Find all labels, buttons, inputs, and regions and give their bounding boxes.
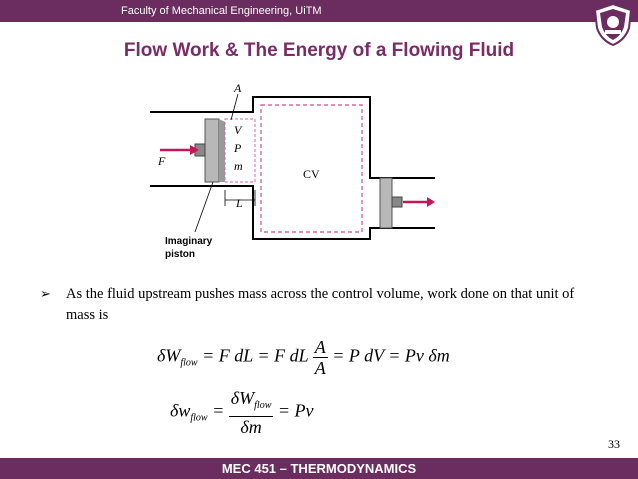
label-imaginary: Imaginary [165, 236, 213, 247]
label-piston: piston [165, 249, 195, 260]
label-A: A [233, 82, 242, 95]
piston-leader [194, 181, 214, 233]
bullet-arrow-icon: ➢ [40, 287, 51, 302]
label-cv: CV [303, 167, 320, 181]
uitm-crest-icon [593, 2, 633, 46]
bullet-text: As the fluid upstream pushes mass across… [66, 286, 575, 323]
header-bar: Faculty of Mechanical Engineering, UiTM [0, 0, 638, 22]
label-V: V [234, 123, 243, 137]
label-L: L [235, 196, 243, 210]
label-P: P [233, 141, 242, 155]
right-piston-rod [391, 196, 403, 208]
footer-bar: MEC 451 – THERMODYNAMICS [0, 458, 638, 479]
page-number: 33 [608, 437, 620, 451]
course-label: MEC 451 – THERMODYNAMICS [221, 461, 417, 476]
fluid-element [224, 118, 256, 183]
slide-title: Flow Work & The Energy of a Flowing Flui… [123, 40, 515, 61]
left-piston [204, 118, 220, 183]
label-F: F [157, 154, 166, 168]
left-piston-face [219, 119, 225, 182]
flow-work-diagram: A V P m F L CV Imaginary piston [150, 82, 435, 260]
label-m: m [234, 159, 243, 173]
exit-arrow-head [427, 197, 435, 207]
force-arrow-head [190, 145, 199, 155]
faculty-label: Faculty of Mechanical Engineering, UiTM [121, 5, 322, 17]
right-piston [379, 177, 393, 229]
bullet-item: ➢ As the fluid upstream pushes mass acro… [40, 284, 600, 326]
control-volume-boundary [260, 104, 363, 233]
area-leader [230, 93, 239, 121]
